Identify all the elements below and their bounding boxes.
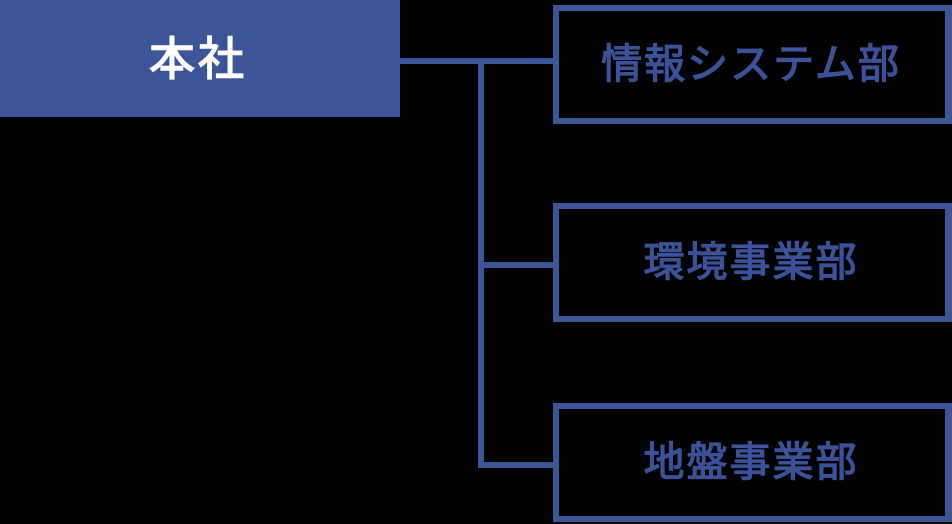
org-node-information-systems-label: 情報システム部 — [601, 40, 901, 88]
org-node-information-systems[interactable]: 情報システム部 — [553, 5, 952, 124]
org-node-environment-division-label: 環境事業部 — [643, 238, 859, 286]
org-node-root[interactable]: 本社 — [0, 0, 400, 117]
connector-branch-to-node-2 — [478, 462, 555, 468]
org-node-ground-division[interactable]: 地盤事業部 — [553, 403, 952, 522]
org-node-ground-division-label: 地盤事業部 — [643, 438, 859, 486]
connector-branch-to-node-0 — [400, 58, 555, 64]
org-node-root-label: 本社 — [149, 31, 247, 86]
org-node-environment-division[interactable]: 環境事業部 — [553, 203, 952, 322]
connector-branch-to-node-1 — [478, 262, 555, 268]
